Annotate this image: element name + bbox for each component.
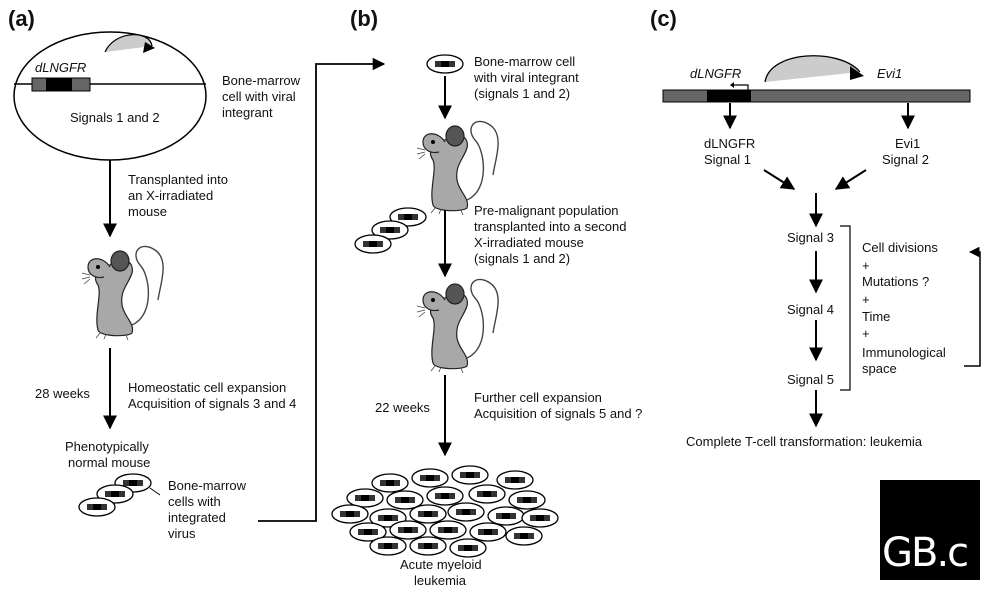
step1-text: Transplanted into	[128, 172, 228, 187]
step2-text: Homeostatic cell expansion	[128, 380, 287, 395]
pheno-text: normal mouse	[68, 455, 151, 470]
factor-item: Cell divisions	[862, 240, 938, 255]
logo-text: GB.c	[882, 530, 969, 576]
b-pre-text: Pre-malignant population	[474, 203, 619, 218]
gene-label: dLNGFR	[35, 60, 87, 75]
signal1-text: Signal 1	[704, 152, 751, 167]
b-top-text: with viral integrant	[474, 70, 579, 85]
factor-item: space	[862, 361, 897, 376]
factor-item: +	[862, 258, 870, 273]
panel-label-b: (b)	[350, 6, 379, 31]
b-exp-text: Further cell expansion	[474, 390, 602, 405]
signal2-text: Evi1	[895, 136, 921, 151]
gene2-label: Evi1	[877, 66, 903, 81]
b-pre-text: transplanted into a second	[474, 219, 627, 234]
b-top-text: Bone-marrow cell	[474, 54, 576, 69]
cell-desc: Bone-marrow	[222, 73, 301, 88]
bm-cells-text: cells with	[168, 494, 221, 509]
cell-desc: cell with viral	[222, 89, 296, 104]
feedback-arrow	[964, 246, 981, 367]
panel-label-c: (c)	[650, 6, 677, 31]
gene1-label: dLNGFR	[690, 66, 742, 81]
b-top-text: (signals 1 and 2)	[474, 86, 571, 101]
signal5: Signal 5	[787, 372, 834, 387]
cell-desc: integrant	[222, 105, 273, 120]
weeks-b: 22 weeks	[375, 400, 430, 415]
dlngfr-block	[707, 90, 751, 102]
weeks-a: 28 weeks	[35, 386, 90, 401]
factor-item: +	[862, 326, 870, 341]
factor-item: Time	[862, 309, 891, 324]
factor-item: +	[862, 292, 870, 307]
panel-label-a: (a)	[8, 6, 35, 31]
result-text: Complete T-cell transformation: leukemia	[686, 434, 923, 449]
signal4: Signal 4	[787, 302, 834, 317]
dlngfr-gene	[46, 78, 72, 91]
signal1-text: dLNGFR	[704, 136, 756, 151]
pheno-text: Phenotypically	[65, 439, 149, 454]
curved-arrow	[104, 34, 153, 53]
aml-text: Acute myeloid	[400, 557, 482, 572]
bm-cells-text: integrated	[168, 510, 226, 525]
signal3: Signal 3	[787, 230, 834, 245]
cell-signals: Signals 1 and 2	[70, 110, 160, 125]
aml-text: leukemia	[414, 573, 467, 588]
journal-logo: GB.c	[880, 480, 980, 580]
step1-text: mouse	[128, 204, 168, 219]
factors-bracket	[840, 225, 851, 391]
b-pre-text: (signals 1 and 2)	[474, 251, 571, 266]
b-exp-text: Acquisition of signals 5 and ?	[474, 406, 643, 421]
factor-item: Immunological	[862, 345, 946, 360]
mouse-icon	[81, 245, 164, 341]
b-pre-text: X-irradiated mouse	[474, 235, 584, 250]
signal2-text: Signal 2	[882, 152, 929, 167]
connector-arrow	[258, 57, 386, 522]
leukemia-cells	[331, 465, 559, 558]
bm-cells-text: virus	[168, 526, 196, 541]
step1-text: an X-irradiated	[128, 188, 214, 203]
step2-text: Acquisition of signals 3 and 4	[128, 396, 297, 411]
bm-cells-text: Bone-marrow	[168, 478, 247, 493]
factor-item: Mutations ?	[862, 274, 930, 289]
